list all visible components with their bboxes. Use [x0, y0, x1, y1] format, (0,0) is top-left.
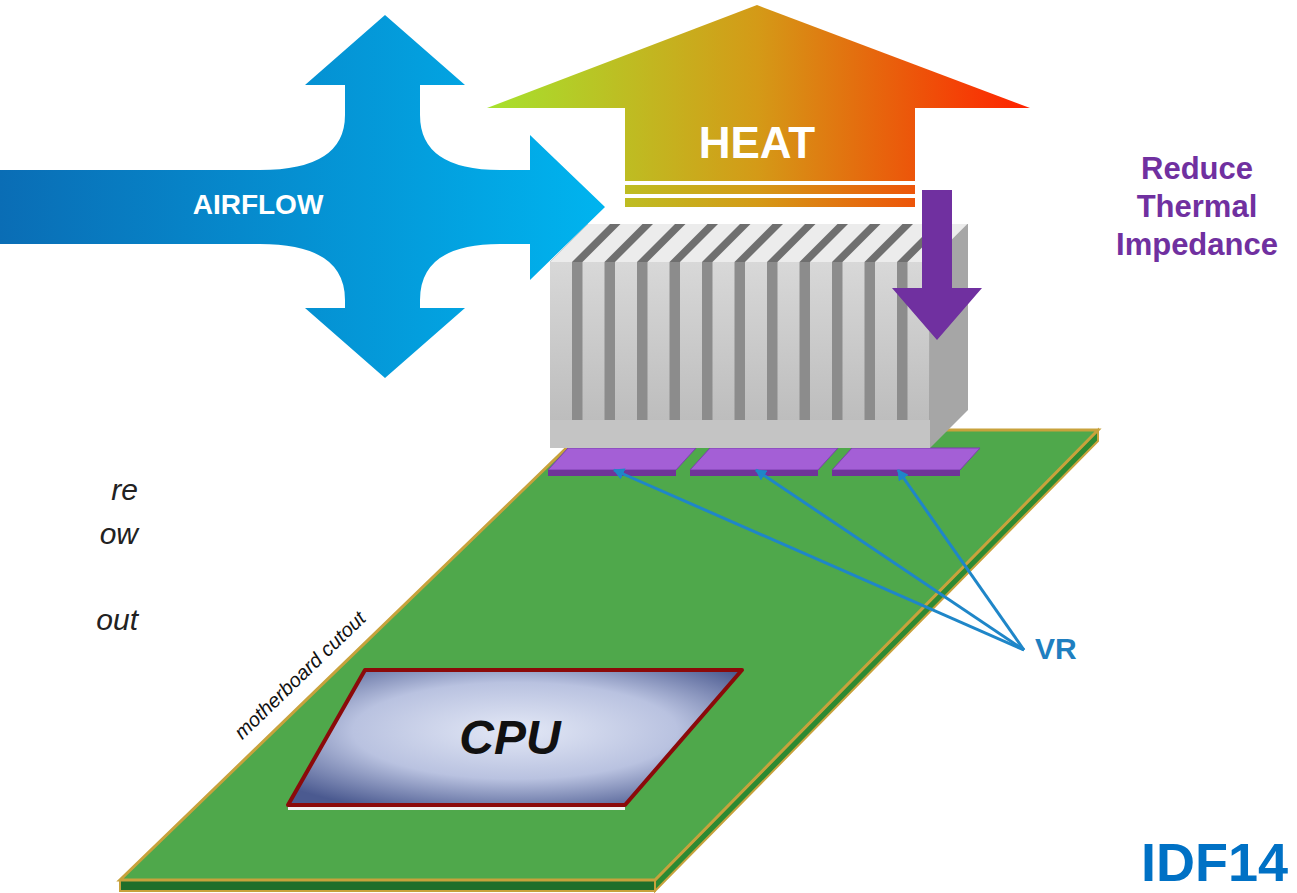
heatsink-front [550, 262, 930, 448]
board-top [120, 430, 1098, 880]
heat-arrow-body [625, 107, 915, 181]
vr-chip [548, 448, 696, 470]
heat-arrow: HEAT [485, 0, 1035, 212]
impedance-arrow [892, 190, 982, 340]
cpu-package [288, 670, 742, 805]
cut-off-text: ow [100, 516, 138, 552]
leader-line [756, 470, 1024, 650]
vr-chip [690, 448, 838, 470]
airflow-arrow-shape [0, 15, 605, 378]
heat-arrow-outline [485, 0, 1035, 212]
vr-chip-edge [832, 470, 960, 476]
cut-off-text: re [111, 472, 138, 508]
heatsink-top [550, 224, 968, 262]
airflow-arrow: AIRFLOW [0, 0, 612, 385]
logo-text: IDF14 [1141, 830, 1288, 893]
board-edge [120, 880, 655, 891]
annotation-text: Reduce Thermal Impedance [1103, 150, 1291, 264]
heat-arrow-head [487, 5, 1030, 108]
heat-arrow-stripe [625, 198, 915, 207]
heatsink [550, 224, 968, 448]
arrow-label: AIRFLOW [193, 189, 324, 221]
cpu-chip: CPU [282, 664, 752, 814]
leader-line [898, 470, 1024, 650]
arrow-label: HEAT [699, 118, 816, 169]
vr-chip-edge [548, 470, 676, 476]
heatsink-base [550, 420, 930, 448]
heatsink-fins [550, 224, 968, 420]
vr-leader-lines [614, 470, 1024, 650]
chip-label: CPU [459, 710, 560, 765]
part-label: VR [1035, 631, 1077, 667]
vr-chips [548, 448, 980, 476]
motherboard [120, 430, 1098, 891]
leader-line [614, 470, 1024, 650]
vr-chip [832, 448, 980, 470]
heat-arrow-stripe [625, 185, 915, 194]
cut-off-text: out [96, 602, 138, 638]
vr-chip-edge [690, 470, 818, 476]
